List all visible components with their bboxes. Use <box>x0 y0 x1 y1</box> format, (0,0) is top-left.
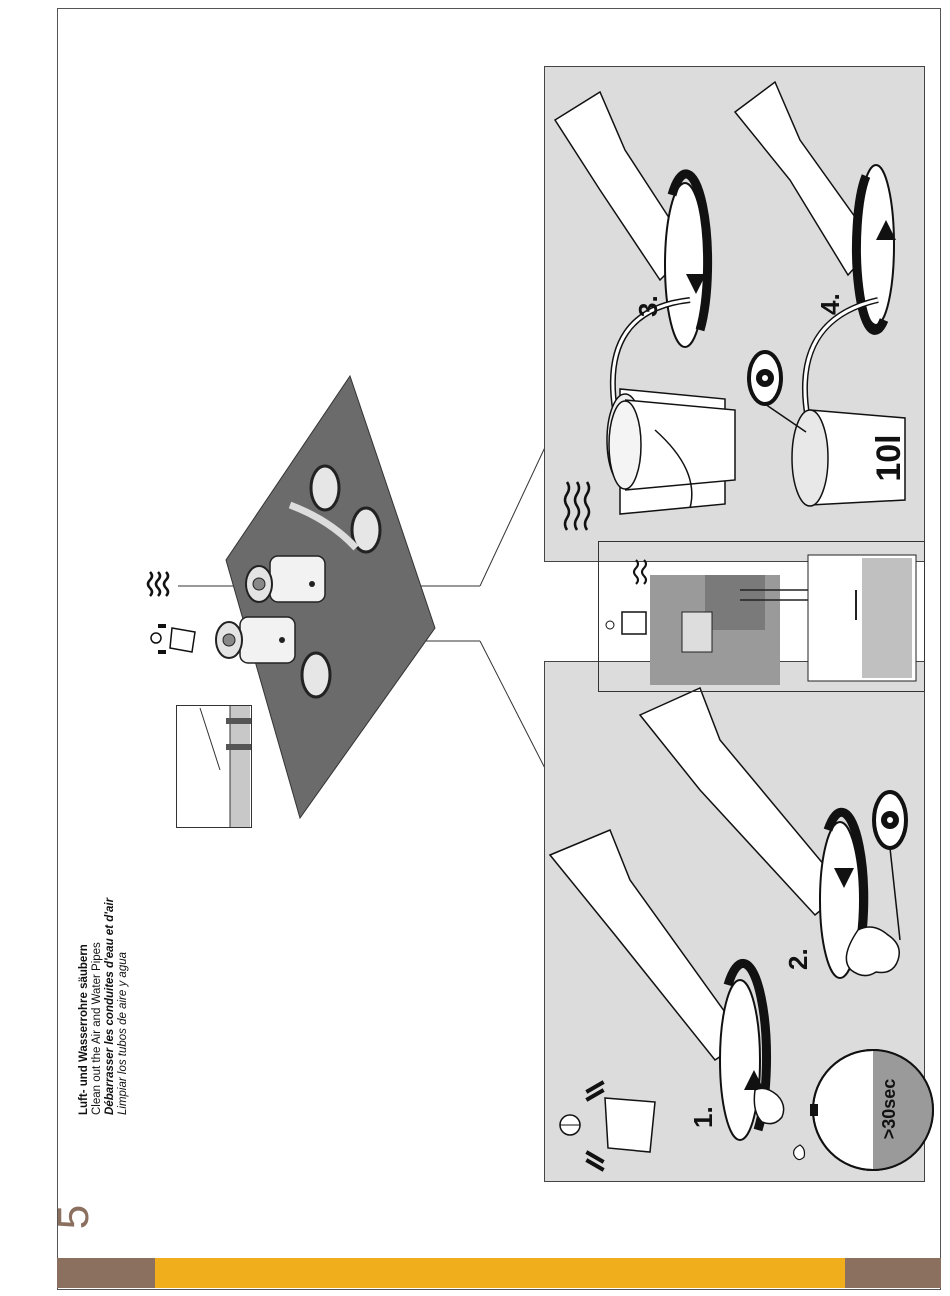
eye-icon <box>749 352 806 432</box>
title-de: Luft- und Wasserrohre säubern <box>78 898 91 1115</box>
valve-disc <box>720 980 760 1140</box>
timer-icon <box>810 1050 933 1170</box>
arm-step2 <box>640 688 845 915</box>
title-fr-rest: les conduites d'eau et d'air <box>104 898 116 1048</box>
title-fr-prefix: Débarrasser <box>104 1048 116 1115</box>
footer-bar-right <box>845 1258 941 1288</box>
footer-bar-left <box>57 1258 155 1288</box>
arm-step1 <box>550 830 745 1060</box>
title-en: Clean out the Air and Water Pipes <box>91 898 104 1115</box>
footer-bar-middle <box>155 1258 845 1288</box>
inset-machine-frame <box>598 541 925 692</box>
bucket-volume-label: 10l <box>870 428 910 488</box>
step-1-label: 1. <box>688 1088 718 1128</box>
step-4-label: 4. <box>815 275 845 315</box>
timer-label: >30sec <box>879 1069 901 1149</box>
water-wave-icon <box>565 482 589 530</box>
footer-bar <box>57 1258 941 1288</box>
air-drain-icon <box>560 1080 655 1171</box>
step-2-label: 2. <box>783 930 813 970</box>
page-number: 5 <box>54 1187 94 1247</box>
step-3-label: 3. <box>633 277 663 317</box>
water-spray <box>754 1088 783 1123</box>
title-block: Luft- und Wasserrohre säubern Clean out … <box>78 898 130 1115</box>
title-es: Limpiar los tubos de aire y agua <box>117 898 130 1115</box>
eye-icon <box>874 792 906 940</box>
title-fr: Débarrasser les conduites d'eau et d'air <box>104 898 117 1115</box>
